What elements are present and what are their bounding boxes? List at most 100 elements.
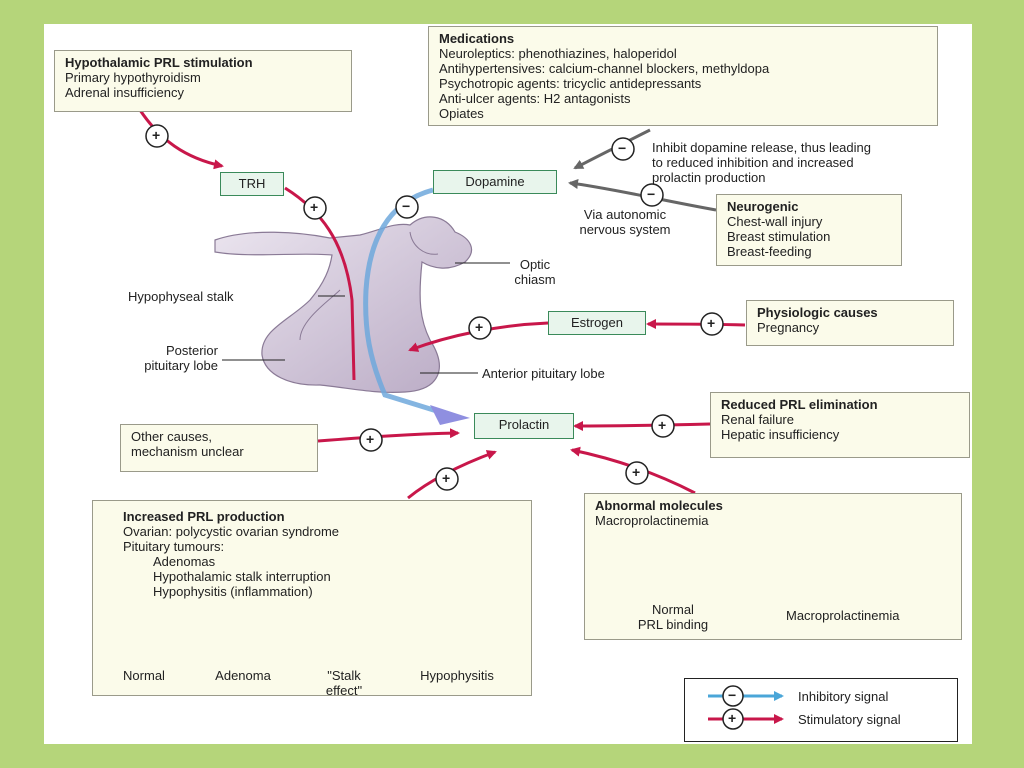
plus-sign-trh [303,196,327,220]
physiologic-causes-box: Physiologic causes Pregnancy [746,300,954,346]
physiologic-line: Pregnancy [757,320,820,335]
plus-glyph-other: + [366,431,375,447]
normal-binding-line: Normal [652,602,694,617]
neurogenic-title: Neurogenic [727,199,799,214]
plus-glyph-estrogen: + [475,319,484,335]
plus-glyph-increased: + [442,470,451,486]
posterior-line: pituitary lobe [144,358,218,373]
trh-to-pituitary-arrow [284,186,356,381]
neurogenic-box: Neurogenic Chest-wall injury Breast stim… [716,194,902,266]
neuro-to-dopamine-arrow [568,179,717,212]
trh-node: TRH [220,172,284,196]
increased-subline: Hypothalamic stalk interruption [153,569,331,584]
pictogram-label-stalk-effect: "Stalk effect" [325,668,363,698]
plus-sign-physio [700,312,724,336]
pictogram-label-adenoma: Adenoma [215,668,271,683]
other-line: Other causes, [131,429,212,444]
legend-plus-sign [722,708,744,730]
neurogenic-line: Breast-feeding [727,244,812,259]
increased-line: Pituitary tumours: [123,539,225,554]
pictogram-label-hypophysitis: Hypophysitis [420,668,494,683]
inhibit-line: Inhibit dopamine release, thus leading [652,140,871,155]
optic-line: chiasm [514,272,556,287]
increased-prl-production-box: Increased PRL production Ovarian: polycy… [92,500,532,696]
plus-sign-reduced [651,414,675,438]
plus-glyph-trh: + [310,199,319,215]
med-to-dopamine-arrow [573,128,651,170]
legend-minus-glyph: − [728,687,737,703]
legend-plus-glyph: + [728,710,737,726]
plus-sign-hyp [145,124,169,148]
legend-box [684,678,958,742]
autonomic-line: Via autonomic [583,207,667,222]
plus-sign-abnormal [625,461,649,485]
posterior-pituitary-label: Posterior pituitary lobe [110,343,218,373]
pituitary-gland [214,216,473,393]
hyp-to-trh-arrow [138,109,224,170]
hypothalamic-title: Hypothalamic PRL stimulation [65,55,253,70]
increased-subline: Hypophysitis (inflammation) [153,584,313,599]
reduced-line: Hepatic insufficiency [721,427,840,442]
increased-line: Ovarian: polycystic ovarian syndrome [123,524,340,539]
medication-line: Antihypertensives: calcium-channel block… [439,61,770,76]
neurogenic-line: Chest-wall injury [727,214,823,229]
abnormal-subtitle: Macroprolactinemia [595,513,709,528]
anterior-pituitary-label: Anterior pituitary lobe [482,366,605,381]
dopamine-node: Dopamine [433,170,557,194]
optic-chiasm-label: Optic chiasm [500,257,570,287]
medications-box: Medications Neuroleptics: phenothiazines… [428,26,938,126]
legend-inhibitory-label: Inhibitory signal [798,689,889,704]
medication-line: Opiates [439,106,484,121]
minus-sign-med [611,137,635,161]
physio-to-estrogen-arrow [646,319,746,330]
abnormal-title: Abnormal molecules [595,498,723,513]
plus-sign-estrogen [468,316,492,340]
medications-title: Medications [439,31,515,46]
abnormal-molecules-box: Abnormal molecules Macroprolactinemia [584,493,962,640]
reduced-prl-elimination-box: Reduced PRL elimination Renal failure He… [710,392,970,458]
plus-glyph-hyp: + [152,127,161,143]
plus-glyph-abnormal: + [632,464,641,480]
minus-glyph-dopamine: − [402,198,411,214]
hypothalamic-prl-box: Hypothalamic PRL stimulation Primary hyp… [54,50,352,112]
legend-stimulatory-label: Stimulatory signal [798,712,901,727]
estrogen-node: Estrogen [548,311,646,335]
pictogram-label-normal: Normal [123,668,165,683]
medication-line: Anti-ulcer agents: H2 antagonists [439,91,631,106]
normal-binding-line: PRL binding [637,617,709,632]
reduced-line: Renal failure [721,412,794,427]
reduced-to-prolactin-arrow [573,420,711,431]
hypothalamic-line: Adrenal insufficiency [65,85,184,100]
prolactin-node: Prolactin [474,413,574,439]
plus-sign-increased [435,467,459,491]
normal-prl-binding-label: Normal PRL binding [618,602,728,632]
inhibit-line: prolactin production [652,170,766,185]
inhibit-line: to reduced inhibition and increased [652,155,854,170]
hypothalamic-line: Primary hypothyroidism [65,70,201,85]
minus-glyph-med: − [618,140,627,156]
autonomic-line: nervous system [579,222,671,237]
other-line: mechanism unclear [131,444,244,459]
dopamine-pathway-head [430,405,470,425]
increased-subline: Adenomas [153,554,216,569]
reduced-title: Reduced PRL elimination [721,397,878,412]
macroprolactinemia-label: Macroprolactinemia [786,608,900,623]
physiologic-title: Physiologic causes [757,305,878,320]
autonomic-label: Via autonomic nervous system [560,207,690,237]
optic-line: Optic [519,257,551,272]
other-to-prolactin-arrow [317,428,460,443]
inhibit-dopamine-text: Inhibit dopamine release, thus leading t… [652,140,871,185]
hypophyseal-stalk-label: Hypophyseal stalk [128,289,234,304]
posterior-line: Posterior [165,343,218,358]
medication-line: Psychotropic agents: tricyclic antidepre… [439,76,702,91]
minus-sign-neuro [640,183,664,207]
plus-glyph-reduced: + [658,417,667,433]
other-causes-box: Other causes, mechanism unclear [120,424,318,472]
minus-glyph-neuro: − [647,186,656,202]
plus-glyph-physio: + [707,315,716,331]
increased-title: Increased PRL production [123,509,285,524]
neurogenic-line: Breast stimulation [727,229,831,244]
legend-minus-sign [722,685,744,707]
minus-sign-dopamine [395,195,419,219]
medication-line: Neuroleptics: phenothiazines, haloperido… [439,46,677,61]
